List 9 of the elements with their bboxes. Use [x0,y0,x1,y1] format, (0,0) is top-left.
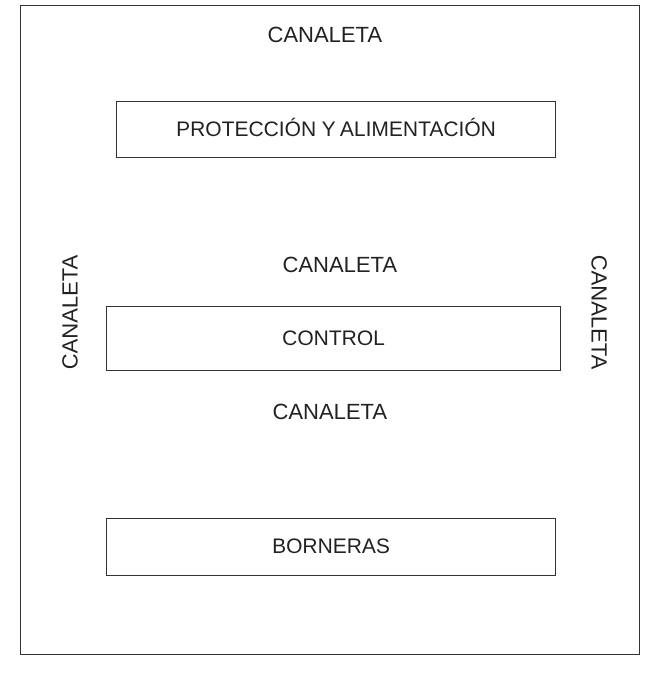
cable-duct-label: CANALETA [272,399,388,425]
component-block: PROTECCIÓN Y ALIMENTACIÓN [116,101,556,158]
panel-outline [20,5,640,655]
component-block: CONTROL [106,306,561,371]
cable-duct-label: CANALETA [268,22,382,48]
cable-duct-label: CANALETA [282,252,398,278]
cable-duct-label: CANALETA [56,254,83,370]
cable-duct-label: CANALETA [584,254,611,370]
component-block: BORNERAS [106,518,556,576]
